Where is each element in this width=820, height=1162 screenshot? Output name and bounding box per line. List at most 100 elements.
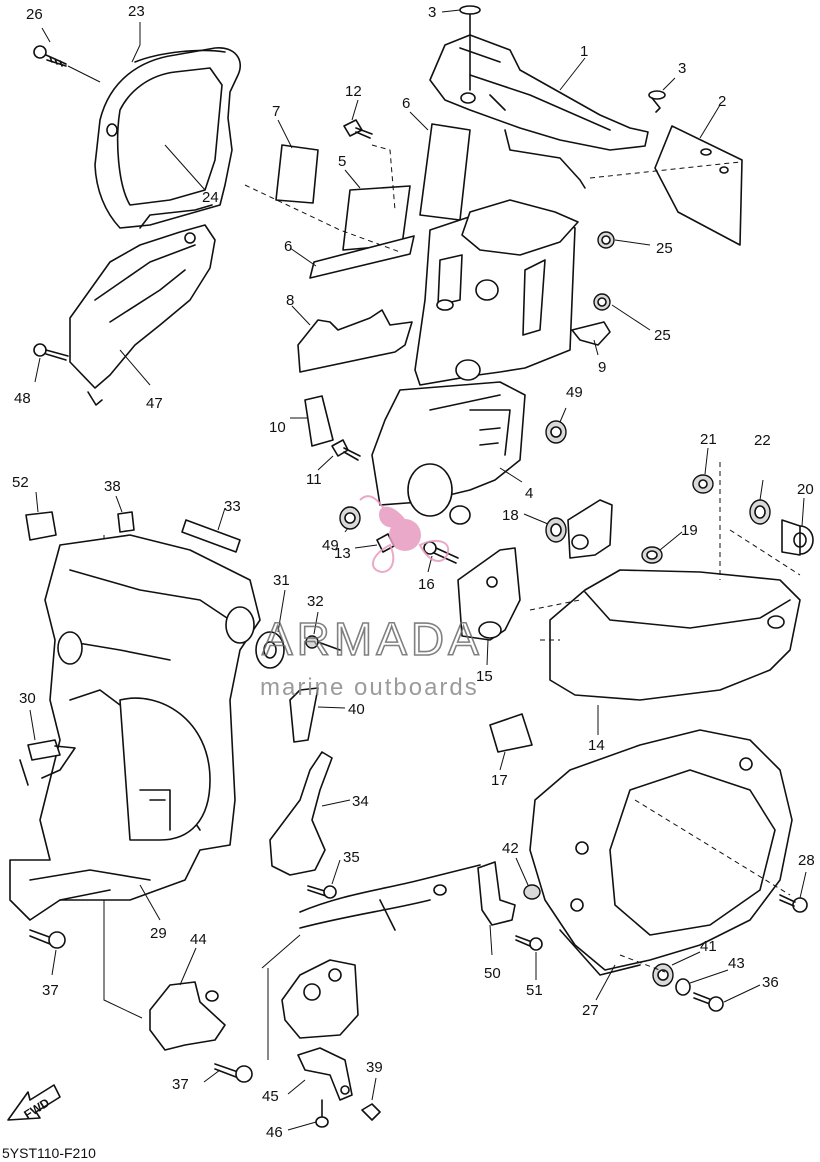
callout-27: 27 <box>582 1002 599 1019</box>
callout-48: 48 <box>14 390 31 407</box>
callout-46: 46 <box>266 1124 283 1141</box>
callout-45: 45 <box>262 1088 279 1105</box>
part-19-grommet <box>641 546 663 564</box>
part-29-frame <box>9 534 261 921</box>
callout-17: 17 <box>491 772 508 789</box>
part-49-grommet-left <box>339 506 361 530</box>
callout-37: 37 <box>172 1076 189 1093</box>
part-36-bolt <box>693 992 724 1012</box>
watermark-logo: ARMADA marine outboards <box>260 495 483 701</box>
part-33-tube <box>181 519 241 553</box>
part-44-bracket <box>149 981 226 1051</box>
part-10-pad <box>304 395 334 447</box>
part-37-bolt-bottom <box>214 1063 253 1083</box>
part-46-screw <box>315 1099 329 1128</box>
part-1-top-bracket <box>429 34 649 189</box>
part-8-plate <box>297 309 413 373</box>
callout-40: 40 <box>348 701 365 718</box>
callout-37: 37 <box>42 982 59 999</box>
callout-41: 41 <box>700 938 717 955</box>
callout-32: 32 <box>307 593 324 610</box>
callout-6: 6 <box>402 95 410 112</box>
callout-52: 52 <box>12 474 29 491</box>
reference-code: 5YST110-F210 <box>2 1145 96 1161</box>
part-9-clip <box>571 321 611 346</box>
part-48-bolt <box>33 343 69 361</box>
part-31-gasket <box>255 631 285 669</box>
part-21-nut <box>692 474 714 494</box>
part-17-pad <box>489 713 533 753</box>
part-6-pad-upper <box>419 123 471 221</box>
callout-25: 25 <box>656 240 673 257</box>
part-26-bolt <box>33 45 67 67</box>
callout-26: 26 <box>26 6 43 23</box>
callout-49: 49 <box>322 537 339 554</box>
callout-16: 16 <box>418 576 435 593</box>
callout-6: 6 <box>284 238 292 255</box>
callout-44: 44 <box>190 931 207 948</box>
part-shaft <box>299 864 481 931</box>
part-25-grommet-upper <box>597 231 615 249</box>
part-45-bracket <box>297 1047 353 1101</box>
part-32-pin <box>305 635 341 651</box>
callout-20: 20 <box>797 481 814 498</box>
fwd-arrow-icon: FWD <box>7 1084 61 1122</box>
part-34-bracket <box>269 751 333 876</box>
part-25-grommet-lower <box>593 293 611 311</box>
part-15-bracket <box>457 547 521 641</box>
callout-49: 49 <box>566 384 583 401</box>
callout-33: 33 <box>224 498 241 515</box>
part-37-bolt-left <box>29 929 66 949</box>
callout-43: 43 <box>728 955 745 972</box>
part-42-clip <box>523 884 541 900</box>
part-27-cover <box>529 729 793 976</box>
callout-15: 15 <box>476 668 493 685</box>
part-35-bolt <box>307 885 337 899</box>
part-40-clamp <box>289 687 319 743</box>
callout-28: 28 <box>798 852 815 869</box>
callout-35: 35 <box>343 849 360 866</box>
part-20-switch <box>781 519 814 556</box>
part-4-main-housing <box>371 199 579 525</box>
part-11-bolt <box>331 439 361 461</box>
callout-labels: 1 2 3 3 4 5 6 6 7 8 9 10 11 12 13 14 15 … <box>12 3 815 1141</box>
callout-19: 19 <box>681 522 698 539</box>
callout-18: 18 <box>502 507 519 524</box>
watermark-tagline: marine outboards <box>260 674 479 701</box>
callout-9: 9 <box>598 359 606 376</box>
callout-23: 23 <box>128 3 145 20</box>
callout-30: 30 <box>19 690 36 707</box>
callout-42: 42 <box>502 840 519 857</box>
watermark-brand: ARMADA <box>262 613 483 665</box>
callout-11: 11 <box>306 471 322 488</box>
part-51-bolt <box>515 935 543 951</box>
part-41-grommet <box>652 963 674 987</box>
callout-47: 47 <box>146 395 163 412</box>
part-7-pad <box>275 144 319 204</box>
callout-3: 3 <box>428 4 436 21</box>
callout-8: 8 <box>286 292 294 309</box>
part-22-collar <box>749 499 771 525</box>
callout-2: 2 <box>718 93 726 110</box>
part-50-bracket <box>433 861 516 926</box>
callout-14: 14 <box>588 737 605 754</box>
callout-25: 25 <box>654 327 671 344</box>
callout-51: 51 <box>526 982 543 999</box>
part-38-clip <box>117 511 135 533</box>
callout-3: 3 <box>678 60 686 77</box>
callout-4: 4 <box>525 485 533 502</box>
callout-21: 21 <box>700 431 717 448</box>
part-28-bolt <box>779 894 808 913</box>
part-18-bracket <box>545 499 613 559</box>
callout-24: 24 <box>202 189 219 206</box>
callout-34: 34 <box>352 793 369 810</box>
callout-13: 13 <box>334 545 351 562</box>
part-14-tray <box>529 569 801 701</box>
part-3-pin-right <box>648 90 666 113</box>
callout-10: 10 <box>269 419 286 436</box>
part-52-block <box>25 511 57 541</box>
part-47-bracket <box>69 224 216 406</box>
callout-39: 39 <box>366 1059 383 1076</box>
part-2-plate <box>654 125 743 246</box>
